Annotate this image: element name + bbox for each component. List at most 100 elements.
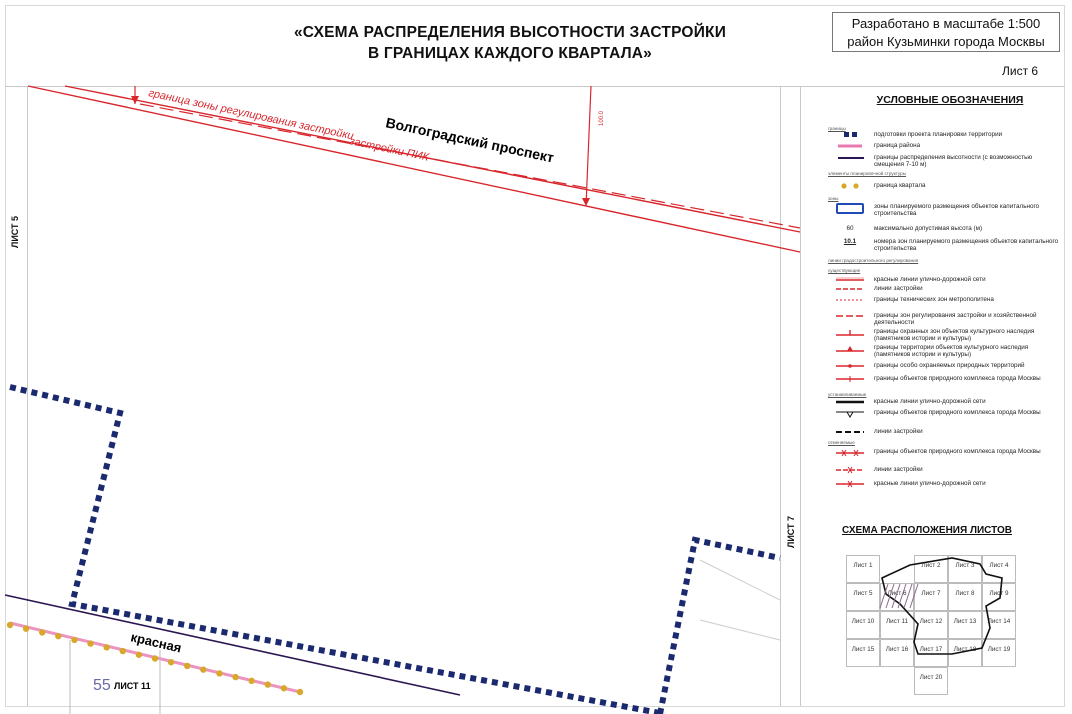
red-dash-cross-symbol [836, 466, 864, 474]
legend-text-zone-numbers: номера зон планируемого размещения объек… [874, 238, 1059, 253]
quarter-dot [216, 670, 223, 677]
quarter-dot [280, 685, 288, 692]
legend: УСЛОВНЫЕ ОБОЗНАЧЕНИЯ [826, 94, 1066, 106]
red-x-symbol [836, 480, 864, 488]
legend-text-est-natural: границы объектов природного комплекса го… [874, 409, 1041, 416]
natural-complex-symbol [836, 376, 864, 382]
red-line-lower [27, 85, 801, 253]
quarter-dot [200, 666, 207, 673]
grey-line-4 [699, 619, 781, 641]
heritage-protection-symbol [836, 330, 864, 336]
legend-text-max-height: максимально допустимая высота (м) [874, 225, 983, 232]
quarter-dot [264, 681, 271, 688]
sheet-cell-14: Лист 14 [982, 611, 1016, 639]
protected-area-symbol [836, 364, 864, 368]
quarter-boundary-dots [6, 621, 304, 696]
quarter-dot [135, 651, 143, 658]
legend-text-heritage-protection: границы охранных зон объектов культурног… [874, 328, 1035, 343]
sheet-cell-18: Лист 18 [948, 639, 982, 667]
black-line-symbol [836, 400, 864, 404]
frame-right-line [780, 86, 781, 706]
red-zone-label-2: застройки ПИК [347, 135, 430, 164]
title-line-1: «СХЕМА РАСПРЕДЕЛЕНИЯ ВЫСОТНОСТИ ЗАСТРОЙК… [293, 24, 727, 41]
legend-text-cancel-red-lines: красные линии улично-дорожной сети [874, 480, 986, 487]
legend-text-height-boundary: границы распределения высотности (с возм… [874, 154, 1033, 169]
red-arrow-left [131, 96, 139, 104]
legend-text-project-boundary: подготовки проекта планировки территории [874, 131, 1003, 138]
sheet-scheme-title: СХЕМА РАСПОЛОЖЕНИЯ ЛИСТОВ [842, 525, 1012, 536]
quarter-dot [119, 647, 126, 655]
navy-square-symbol [844, 132, 857, 137]
red-line-upper [64, 85, 801, 233]
height-boundary-line [4, 594, 461, 696]
scale-stamp: Разработано в масштабе 1:500 район Кузьм… [832, 12, 1060, 52]
title-line-2: В ГРАНИЦАХ КАЖДОГО КВАРТАЛА» [367, 45, 653, 62]
district-outline [881, 557, 1003, 655]
quarter-dot [248, 677, 255, 685]
district-outline-mini [879, 557, 1003, 655]
metro-zone-symbol [836, 299, 864, 301]
legend-header-cancelled: отменяемые [828, 440, 855, 445]
sheet-cell-9: Лист 9 [982, 583, 1016, 611]
legend-text-cancel-natural: границы объектов природного комплекса го… [874, 448, 1041, 455]
sheet-cell-13: Лист 13 [948, 611, 982, 639]
frame-left-line [27, 86, 28, 706]
red-arrow-right [582, 198, 590, 206]
height-sample: 60 [846, 225, 854, 232]
quarter-dot [6, 621, 14, 629]
red-zone-boundary [139, 103, 801, 229]
sheet-border [5, 5, 1065, 707]
triangle-line-symbol [836, 411, 864, 418]
legend-text-red-lines: красные линии улично-дорожной сети [874, 276, 986, 283]
quarter-dot [232, 673, 239, 681]
sheet-5-label: ЛИСТ 5 [10, 215, 20, 248]
red-line-symbol [836, 277, 864, 281]
legend-text-est-building: линии застройки [874, 428, 923, 435]
sheet-cell-10: Лист 10 [846, 611, 880, 639]
dimension-label: 100.0 [599, 110, 605, 126]
legend-header-existing: существующие [828, 268, 861, 273]
frame-top-line [5, 86, 1065, 87]
quarter-dot [87, 640, 94, 647]
red-dashed-symbol [836, 288, 864, 290]
legend-text-protected-areas: границы особо охраняемых природных терри… [874, 362, 1025, 369]
legend-text-regulation-zones: границы зон регулирования застройки и хо… [874, 312, 1037, 327]
legend-header-regulations: линии градостроительного регулирования [828, 258, 919, 263]
red-line-name-label: красная [129, 629, 183, 655]
quarter-dot [151, 655, 159, 662]
sheet-cell-11: Лист 11 [880, 611, 914, 639]
quarter-dot [71, 636, 78, 644]
current-sheet-hatch [879, 583, 919, 609]
pink-line-symbol [838, 144, 862, 148]
stamp-scale: Разработано в масштабе 1:500 [851, 16, 1041, 31]
regulation-zone-symbol [836, 315, 864, 317]
legend-text-metro: границы технических зон метрополитена [874, 296, 994, 303]
legend-text-est-red-lines: красные линии улично-дорожной сети [874, 398, 986, 405]
quarter-dot [167, 659, 175, 666]
sheet-cell-16: Лист 16 [880, 639, 914, 667]
legend-title: УСЛОВНЫЕ ОБОЗНАЧЕНИЯ [876, 94, 1024, 106]
sheet-cell-2: Лист 2 [914, 555, 948, 583]
sheet-cell-20: Лист 20 [914, 667, 948, 695]
purple-line-symbol [838, 157, 864, 159]
sheet-number: Лист 6 [1002, 64, 1039, 78]
sheet-cell-1: Лист 1 [846, 555, 880, 583]
legend-header-planning: элементы планировочной структуры [828, 171, 907, 176]
heritage-territory-symbol [836, 346, 864, 352]
legend-text-zones: зоны планируемого размещения объектов ка… [874, 203, 1040, 218]
sheet-cell-15: Лист 15 [846, 639, 880, 667]
blue-rect-symbol [836, 203, 864, 214]
quarter-dot [184, 662, 191, 670]
legend-body: границы подготовки проекта планировки те… [826, 0, 1066, 520]
zone-number-sample: 10.1 [843, 238, 857, 245]
legend-text-heritage-territory: границы территории объектов культурного … [874, 344, 1029, 359]
quarter-dot [22, 625, 30, 632]
sheet-11-label: ЛИСТ 11 [114, 681, 151, 691]
legend-header-zones: зоны [828, 196, 839, 201]
legend-text-cancel-building: линии застройки [874, 466, 923, 473]
legend-text-natural-complex: границы объектов природного комплекса го… [874, 375, 1041, 382]
stamp-district: район Кузьминки города Москвы [847, 34, 1045, 49]
sheet-cell-19: Лист 19 [982, 639, 1016, 667]
page-title: «СХЕМА РАСПРЕДЕЛЕНИЯ ВЫСОТНОСТИ ЗАСТРОЙК… [230, 22, 790, 64]
